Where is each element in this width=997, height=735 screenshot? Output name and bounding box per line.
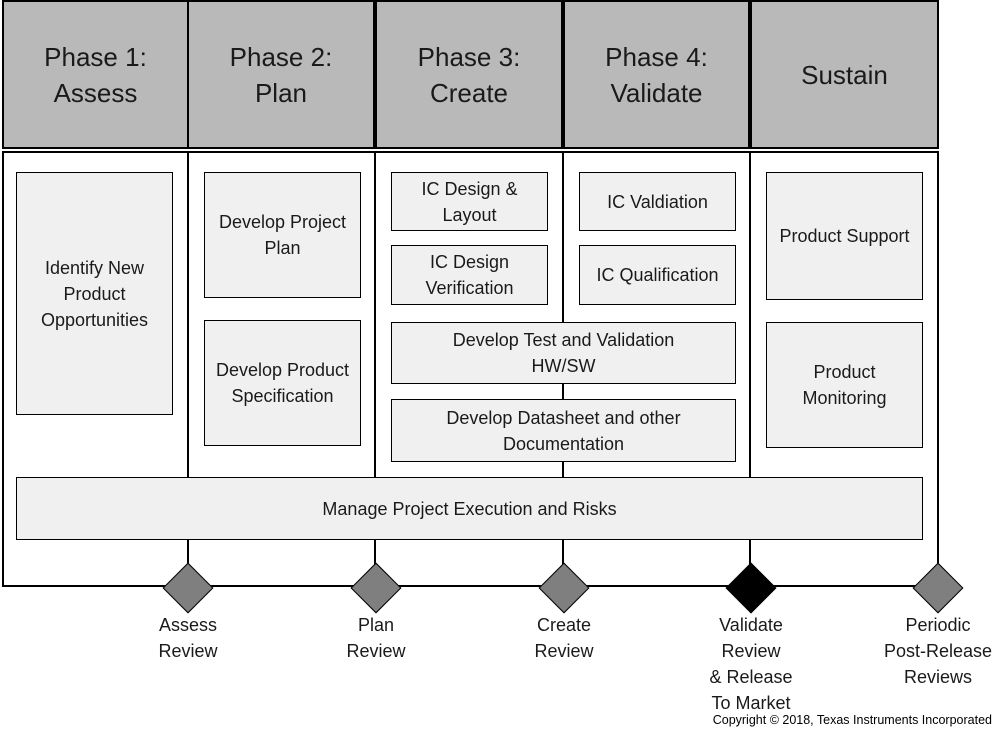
- activity-ic-design-verification: IC Design Verification: [391, 245, 548, 305]
- phase-header-validate: Phase 4: Validate: [563, 0, 750, 149]
- column-separator-2: [374, 151, 376, 587]
- activity-develop-product-specification: Develop Product Specification: [204, 320, 361, 446]
- activity-develop-test-validation-hwsw: Develop Test and Validation HW/SW: [391, 322, 736, 384]
- milestone-label-periodic-reviews: Periodic Post-Release Reviews: [883, 615, 993, 687]
- milestone-label-create-review: Create Review: [534, 615, 594, 661]
- column-separator-1: [187, 151, 189, 587]
- activity-ic-qualification: IC Qualification: [579, 245, 736, 305]
- column-separator-4: [749, 151, 751, 587]
- activity-develop-project-plan: Develop Project Plan: [204, 172, 361, 298]
- activity-ic-valdiation: IC Valdiation: [579, 172, 736, 231]
- phase-header-create: Phase 3: Create: [375, 0, 563, 149]
- activity-product-support: Product Support: [766, 172, 923, 300]
- phase-header-sustain: Sustain: [750, 0, 939, 149]
- activity-manage-project-execution: Manage Project Execution and Risks: [16, 477, 923, 540]
- copyright-text: Copyright © 2018, Texas Instruments Inco…: [712, 713, 992, 727]
- milestone-label-plan-review: Plan Review: [346, 615, 406, 661]
- activity-product-monitoring: Product Monitoring: [766, 322, 923, 448]
- activity-ic-design-layout: IC Design & Layout: [391, 172, 548, 231]
- phase-header-assess: Phase 1: Assess: [2, 0, 189, 149]
- phase-header-plan: Phase 2: Plan: [187, 0, 375, 149]
- activity-identify-new-product-opportunities: Identify New Product Opportunities: [16, 172, 173, 415]
- milestone-label-assess-review: Assess Review: [158, 615, 218, 661]
- activity-develop-datasheet-documentation: Develop Datasheet and other Documentatio…: [391, 399, 736, 462]
- milestone-label-validate-review: Validate Review & Release To Market: [709, 615, 793, 713]
